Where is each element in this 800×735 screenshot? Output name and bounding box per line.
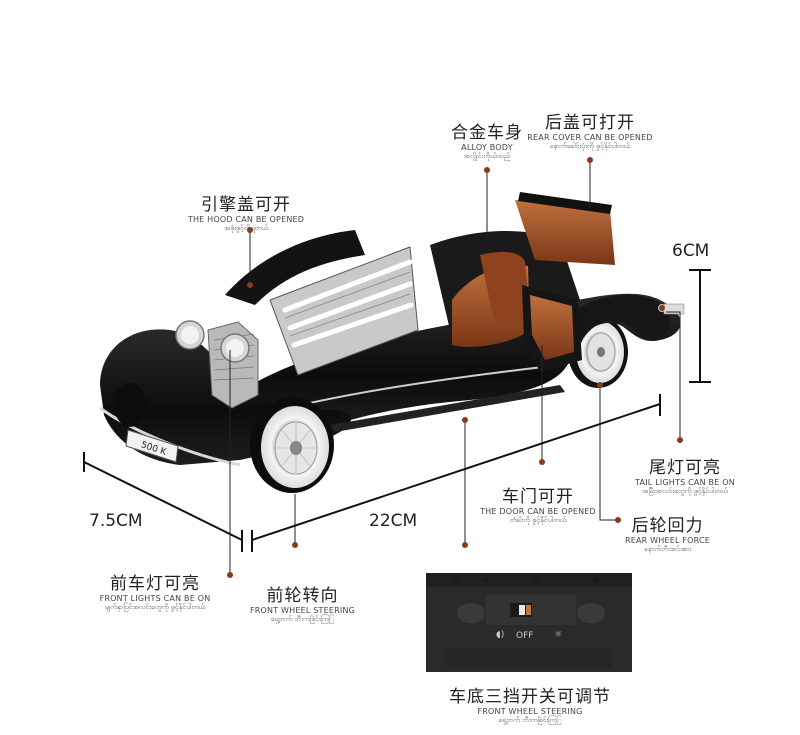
hood-cn: 引擎盖可开 — [201, 195, 291, 215]
rear-wheel-en: REAR WHEEL FORCE — [624, 536, 711, 545]
rear-wheel-my: နောက်ဘီးအင်အား — [643, 545, 692, 553]
label-hood: 引擎盖可开 THE HOOD CAN BE OPENED အဖုံးဖွင့်လ… — [186, 190, 306, 234]
switch-bulb-icon: ☼ — [554, 630, 563, 640]
alloy-body-cn: 合金车身 — [451, 123, 523, 143]
hood-my: အဖုံးဖွင့်လို့ရတယ် — [223, 224, 269, 232]
hood-en: THE HOOD CAN BE OPENED — [187, 215, 305, 224]
front-lights-my: မျက်နှာပြင်အလင်းတွေကို ဖွင့်နိုင်ပါတယ် — [104, 603, 206, 611]
label-front-lights: 前车灯可亮 FRONT LIGHTS CAN BE ON မျက်နှာပြင်… — [85, 569, 225, 613]
label-tail-lights: 尾灯可亮 TAIL LIGHTS CAN BE ON အမြီးအလင်းတွေ… — [625, 453, 745, 497]
dimension-height: 6CM — [672, 241, 710, 261]
label-alloy-body: 合金车身 ALLOY BODY အလွိုင်းကိုယ်ထည် — [432, 118, 542, 162]
front-lights-en: FRONT LIGHTS CAN BE ON — [99, 594, 211, 603]
switch-off-text: OFF — [516, 631, 534, 641]
switch-sound-icon: ◖) — [496, 630, 505, 640]
dimension-length: 22CM — [369, 511, 418, 531]
front-steering-cn: 前轮转向 — [266, 586, 339, 606]
front-lights-cn: 前车灯可亮 — [110, 574, 200, 594]
interior-seats — [430, 192, 615, 372]
door-my: တံခါးကို ဖွင့်နိုင်ပါတယ် — [509, 516, 567, 524]
label-rear-cover: 后盖可打开 REAR COVER CAN BE OPENED နောက်ခေါင… — [525, 108, 655, 152]
front-steering-my: ရှေ့ဘက် ဘီးကစြဲင်း​ကြြ — [270, 615, 335, 623]
label-rear-wheel: 后轮回力 REAR WHEEL FORCE နောက်ဘီးအင်အား — [620, 511, 715, 555]
label-door: 车门可开 THE DOOR CAN BE OPENED တံခါးကို ဖွင… — [478, 482, 598, 526]
switch-cn: 车底三挡开关可调节 — [449, 687, 611, 707]
label-switch: 车底三挡开关可调节 FRONT WHEEL STEERING ရှေ့ဘက် ဘ… — [430, 682, 630, 726]
tail-lights-my: အမြီးအလင်းတွေကို ဖွင့်နိုင်ပါတယ် — [642, 487, 728, 495]
rear-wheel-cn: 后轮回力 — [631, 516, 704, 536]
switch-en: FRONT WHEEL STEERING — [477, 707, 583, 716]
front-steering-en: FRONT WHEEL STEERING — [249, 606, 356, 615]
tail-lights-cn: 尾灯可亮 — [649, 458, 721, 478]
dimension-width: 7.5CM — [89, 511, 143, 531]
opened-hood — [225, 230, 419, 376]
label-front-steering: 前轮转向 FRONT WHEEL STEERING ရှေ့ဘက် ဘီးကစြ… — [245, 581, 360, 625]
rear-cover-cn: 后盖可打开 — [545, 113, 635, 133]
alloy-body-my: အလွိုင်းကိုယ်ထည် — [463, 152, 511, 160]
switch-my: ရှေ့ဘက် ဘီးကစြဲင်း​ကြြ — [498, 716, 562, 724]
rear-cover-my: နောက်ခေါင်းပုံးကို ဖွင့်နိုင်ပါတယ် — [549, 142, 631, 150]
tail-lights-en: TAIL LIGHTS CAN BE ON — [635, 478, 735, 487]
license-plate — [125, 429, 179, 463]
front-wheel — [250, 397, 334, 493]
alloy-body-en: ALLOY BODY — [461, 143, 513, 152]
switch-inset-photo: OFF ☼ ◖) — [426, 573, 632, 672]
door-en: THE DOOR CAN BE OPENED — [480, 507, 596, 516]
switch-illustration — [426, 573, 632, 672]
dimension-lines — [83, 269, 711, 552]
door-cn: 车门可开 — [502, 487, 574, 507]
rear-cover-en: REAR COVER CAN BE OPENED — [527, 133, 653, 142]
callout-dots — [227, 157, 683, 578]
